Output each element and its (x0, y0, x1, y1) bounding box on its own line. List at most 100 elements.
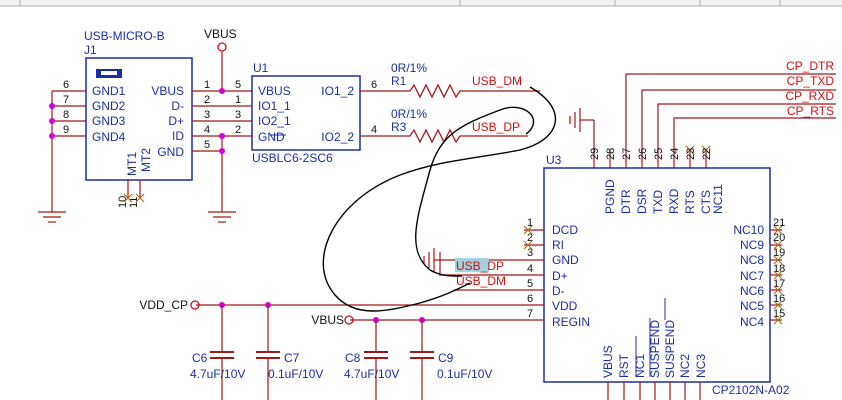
nc-marks-top (685, 145, 711, 155)
u3-pin-nc10: NC10 (733, 223, 764, 237)
resistor-r3[interactable]: 0R/1% R3 USB_DP (360, 107, 528, 144)
esd-protection-u1[interactable]: U1 VBUS IO1_1 IO2_1 GND IO1_2 IO2_2 USBL… (235, 61, 377, 165)
esd-pin-io1-1: IO1_1 (258, 99, 291, 113)
esd-pin-io2-2: IO2_2 (321, 130, 354, 144)
ground-symbol (38, 211, 66, 223)
resistor-r1[interactable]: 0R/1% R1 USB_DM (360, 61, 540, 99)
u3-pin-txd: TXD (651, 190, 665, 214)
j1-pin-dminus: D- (171, 99, 184, 113)
r3-ref: R3 (391, 120, 407, 134)
u3-pin-number: 22 (701, 148, 713, 160)
c7-value: 0.1uF/10V (268, 367, 323, 381)
j1-pin-gnd4: GND4 (92, 130, 126, 144)
u3-pin-number: 2 (527, 232, 533, 244)
nc-marks-left (523, 225, 533, 250)
vbus-power-flag: VBUS (204, 27, 237, 52)
u3-pin-number: 24 (669, 148, 681, 160)
capacitor-c9[interactable]: C9 0.1uF/10V (410, 351, 492, 400)
u3-pin-suspend: SUSPEND (648, 320, 662, 378)
u3-pin-dplus: D+ (552, 269, 568, 283)
u3-pin-number: 18 (773, 263, 785, 275)
u3-pin-nc6: NC6 (740, 284, 764, 298)
u3-pin-number: 3 (527, 247, 533, 259)
esd-pin-number: 6 (371, 79, 377, 91)
capacitor-c6[interactable]: C6 4.7uF/10V (190, 351, 245, 400)
usb-connector-ref: J1 (84, 43, 97, 57)
cp-net-wiring (593, 73, 836, 168)
esd-pin-number: 1 (235, 94, 241, 106)
j1-mount-mt2: MT2 (139, 148, 153, 172)
u3-pin-nc2: NC2 (678, 354, 692, 378)
u3-pin-number: 17 (773, 278, 785, 290)
ground-symbol (569, 108, 594, 132)
j1-pin-number: 4 (204, 124, 210, 136)
u3-pin-number: 21 (773, 217, 785, 229)
u3-pin-number: 25 (653, 148, 665, 160)
u3-bottom-wiring (607, 382, 701, 400)
cp-rxd-net-label: CP_RXD (785, 89, 834, 103)
esd-pin-gnd: GND (258, 130, 285, 144)
capacitor-c8[interactable]: C8 4.7uF/10V (344, 351, 399, 400)
c8-value: 4.7uF/10V (344, 367, 399, 381)
j1-pin-number: 3 (204, 109, 210, 121)
u3-pin-number: 7 (527, 308, 533, 320)
j1-pin-number: 11 (128, 197, 140, 208)
u3-pin-cts: CTS (699, 190, 713, 214)
u3-pin-pgnd: PGND (603, 179, 617, 214)
usb-dp-net-label: USB_DP (472, 120, 520, 134)
u3-pin-number: 27 (621, 148, 633, 160)
u3-pin-nc3: NC3 (694, 354, 708, 378)
usb-dp-net-label-u3[interactable]: USB_DP (456, 259, 504, 273)
capacitor-c7[interactable]: C7 0.1uF/10V (256, 351, 323, 400)
cp-txd-net-label: CP_TXD (787, 74, 835, 88)
u3-pin-number: 23 (685, 148, 697, 160)
u3-pin-number: 5 (527, 278, 533, 290)
esd-pin-number: 2 (235, 124, 241, 136)
u3-pin-suspend-n: SUSPEND (663, 320, 677, 378)
u3-pin-nc11: NC11 (711, 184, 725, 214)
j1-pin-dplus: D+ (168, 114, 184, 128)
hand-drawn-annotation-loop (322, 86, 557, 312)
j1-pin-number: 9 (63, 124, 69, 136)
esd-pin-number: 5 (235, 79, 241, 91)
u3-pin-number: 6 (527, 293, 533, 305)
u3-pin-number: 26 (637, 148, 649, 160)
u3-pin-dcd: DCD (552, 223, 578, 237)
u3-pin-regin: REGIN (552, 315, 590, 329)
j1-wiring (51, 52, 252, 212)
vdd-cp-label: VDD_CP (139, 298, 188, 312)
u3-pin-dminus: D- (552, 284, 565, 298)
u3-pin-rst: RST (617, 353, 631, 378)
esd-pin-io1-2: IO1_2 (321, 84, 354, 98)
usb-connector-type-label: USB-MICRO-B (84, 29, 165, 43)
esd-pin-vbus: VBUS (258, 84, 291, 98)
u3-pin-nc4: NC4 (740, 315, 764, 329)
cp-rts-net-label: CP_RTS (787, 104, 834, 118)
j1-pin-number: 7 (63, 94, 69, 106)
toolbar-strip (0, 0, 842, 7)
r3-value: 0R/1% (391, 107, 427, 121)
usb-connector-j1[interactable]: USB-MICRO-B J1 GND1 GND2 GND3 GND4 VBUS … (63, 29, 210, 208)
usb-uart-bridge-u3[interactable]: U3 PGND DTR DSR TXD RXD RTS CTS NC11 29 … (527, 148, 790, 397)
j1-pin-number: 8 (63, 109, 69, 121)
r1-ref: R1 (391, 74, 407, 88)
c8-ref: C8 (345, 351, 361, 365)
u3-pin-nc1: NC1 (633, 354, 647, 378)
esd-pin-io2-1: IO2_1 (258, 114, 291, 128)
u3-pin-vbus: VBUS (601, 345, 615, 378)
u3-pin-gnd: GND (552, 253, 579, 267)
ground-symbol (423, 248, 440, 272)
u3-pin-rxd: RXD (667, 188, 681, 214)
ground-symbol (208, 211, 236, 223)
j1-pin-id: ID (172, 129, 184, 143)
u3-pin-number: 20 (773, 232, 785, 244)
esd-body (251, 75, 361, 151)
r1-wire (360, 83, 540, 99)
j1-pin-number: 1 (204, 79, 210, 91)
u3-pin-dtr: DTR (619, 189, 633, 214)
vdd-cp-rail: VDD_CP (139, 298, 271, 352)
j1-pin-number: 6 (63, 79, 69, 91)
u3-pin-dsr: DSR (635, 188, 649, 214)
u3-pin-number: 16 (773, 293, 785, 305)
